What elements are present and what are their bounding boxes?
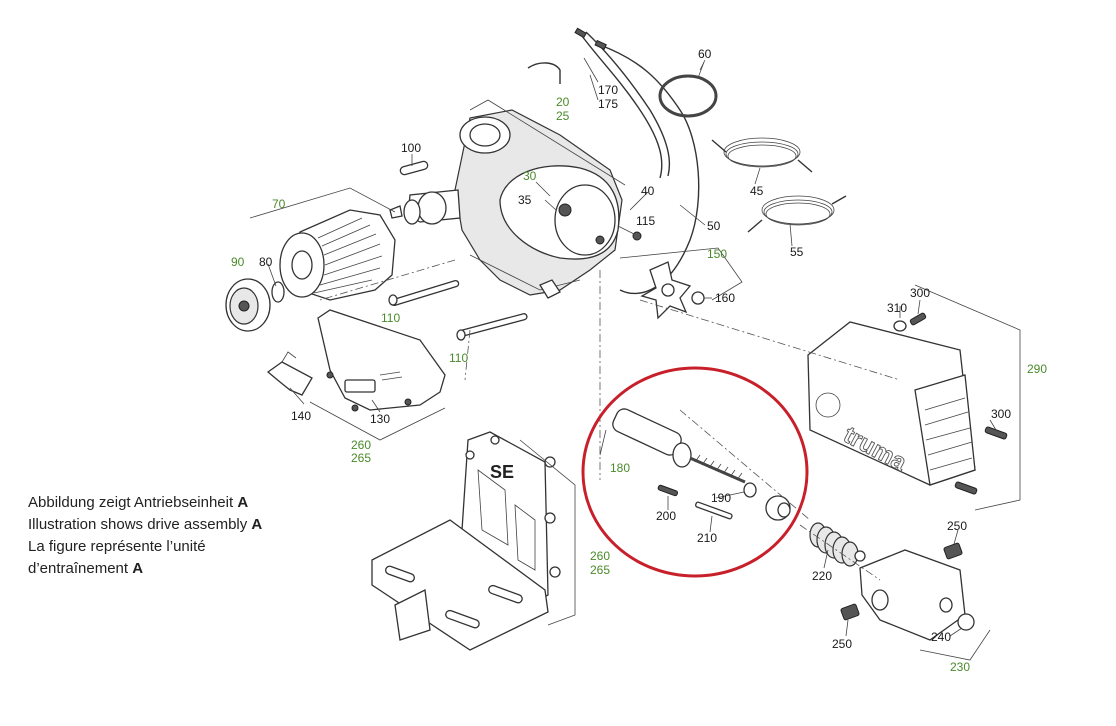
coiled-cable-45 <box>711 137 813 173</box>
screw-250-bottom <box>840 603 860 621</box>
part-label-240: 240 <box>931 630 951 644</box>
part-label-80: 80 <box>259 255 273 269</box>
fan-wheel <box>640 261 692 320</box>
group-brackets <box>249 99 1021 661</box>
washer-190 <box>743 482 757 498</box>
part-label-230: 230 <box>950 660 970 674</box>
drive-roller <box>279 209 396 301</box>
part-label-90: 90 <box>231 255 245 269</box>
spindle-shaft <box>612 408 746 484</box>
bushing <box>765 495 791 521</box>
snap-ring <box>271 281 285 303</box>
part-label-150: 150 <box>707 247 727 261</box>
screw-300-top <box>909 312 927 326</box>
screw-310-washer <box>893 320 907 332</box>
caption-line-de: Abbildung zeigt Antriebseinheit A <box>28 494 249 511</box>
part-label-70: 70 <box>272 197 286 211</box>
caption-line-fr-1: La figure représente l’unité <box>28 538 206 555</box>
part-label-130: 130 <box>370 412 390 426</box>
clip-140 <box>266 351 313 396</box>
part-label-160: 160 <box>715 291 735 305</box>
mounting-bracket <box>371 431 561 651</box>
part-label-300-right: 300 <box>991 407 1011 421</box>
part-label-220: 220 <box>812 569 832 583</box>
caption-line-en: Illustration shows drive assembly A <box>28 516 263 533</box>
screw-300-right <box>984 426 1008 440</box>
part-label-30: 30 <box>523 169 537 183</box>
bolt-110-upper <box>388 279 460 307</box>
cover-plate <box>317 309 446 412</box>
bolt-110-lower <box>456 313 528 341</box>
screw-250-top <box>943 542 963 560</box>
figure-caption: Abbildung zeigt Antriebseinheit A Illust… <box>28 492 262 580</box>
screw-300-bottom <box>954 481 978 495</box>
part-label-265-lower: 265 <box>590 563 610 577</box>
part-label-300-top: 300 <box>910 286 930 300</box>
part-label-260-upper: 260 <box>351 438 371 452</box>
part-label-60: 60 <box>698 47 712 61</box>
key-pin <box>399 160 429 176</box>
part-label-110-lower: 110 <box>449 351 468 365</box>
part-label-210: 210 <box>697 531 717 545</box>
motor-cover <box>807 321 976 486</box>
pin-210 <box>695 501 733 520</box>
part-label-115: 115 <box>636 214 655 228</box>
part-label-310: 310 <box>887 301 907 315</box>
part-label-200: 200 <box>656 509 676 523</box>
part-label-50: 50 <box>707 219 721 233</box>
nut-160 <box>691 291 705 305</box>
plug-240 <box>957 613 975 631</box>
part-label-180: 180 <box>610 461 630 475</box>
part-label-175: 175 <box>598 97 618 111</box>
end-cap <box>225 278 271 332</box>
part-label-20: 20 <box>556 95 570 109</box>
part-label-110-upper: 110 <box>381 311 400 325</box>
coiled-cable-55 <box>747 195 847 233</box>
axis-lines <box>319 259 901 581</box>
part-label-100: 100 <box>401 141 421 155</box>
bracket-stamp: SE <box>490 462 514 482</box>
part-label-265-upper: 265 <box>351 451 371 465</box>
part-label-190: 190 <box>711 491 731 505</box>
motor-housing <box>389 109 623 299</box>
end-housing <box>859 549 966 641</box>
leader-lines <box>267 61 997 637</box>
part-number-labels: 170 175 60 20 25 100 30 35 40 45 115 50 … <box>231 47 1047 674</box>
part-label-35: 35 <box>518 193 532 207</box>
spring-220 <box>809 522 866 567</box>
part-label-170: 170 <box>598 83 618 97</box>
part-label-250-top: 250 <box>947 519 967 533</box>
highlight-circle <box>581 366 809 578</box>
part-label-140: 140 <box>291 409 311 423</box>
wire-harness <box>527 27 700 295</box>
part-label-260-lower: 260 <box>590 549 610 563</box>
part-label-55: 55 <box>790 245 804 259</box>
screw-115 <box>617 225 642 241</box>
part-label-40: 40 <box>641 184 655 198</box>
screw-200 <box>657 484 679 497</box>
caption-line-fr-2: d’entraînement A <box>28 560 144 577</box>
part-label-290: 290 <box>1027 362 1047 376</box>
part-label-250-bottom: 250 <box>832 637 852 651</box>
cable-tie <box>658 59 718 118</box>
part-label-45: 45 <box>750 184 764 198</box>
part-label-25: 25 <box>556 109 570 123</box>
